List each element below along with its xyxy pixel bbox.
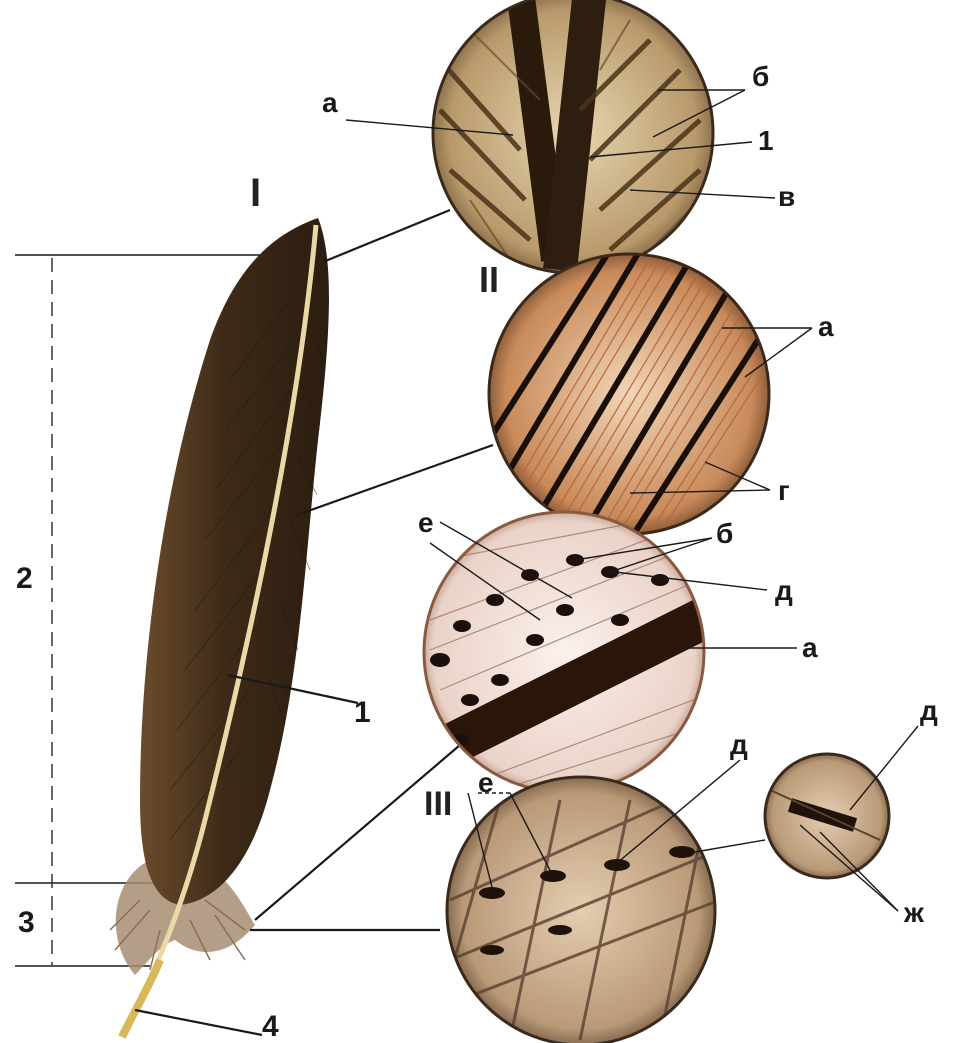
- label-roman-1: I: [250, 171, 261, 215]
- micrograph-inset-4: [440, 777, 720, 1043]
- label-inset2-a: а: [818, 311, 834, 342]
- label-feather-3: 3: [18, 906, 35, 939]
- label-inset4-e: е: [478, 767, 494, 798]
- label-inset3-b: б: [716, 518, 733, 549]
- label-inset3-e: е: [418, 507, 434, 538]
- label-inset2-g: г: [778, 475, 790, 506]
- micrograph-inset-5: [765, 754, 889, 878]
- label-inset1-a: а: [322, 87, 338, 118]
- label-inset1-v: в: [778, 181, 795, 212]
- label-inset5-zh: ж: [903, 897, 925, 928]
- label-roman-2: II: [479, 259, 499, 300]
- label-inset1-b: б: [752, 61, 769, 92]
- label-inset4-d: д: [730, 729, 748, 760]
- micrograph-inset-1: [433, 0, 713, 273]
- label-feather-1: 1: [354, 696, 371, 729]
- label-inset3-d: д: [775, 575, 793, 606]
- label-inset5-d: д: [920, 695, 938, 726]
- micrograph-inset-2: [470, 250, 805, 540]
- label-roman-3: III: [424, 785, 452, 823]
- micrograph-inset-3: [420, 512, 720, 792]
- label-inset1-1: 1: [758, 125, 774, 156]
- label-feather-2: 2: [16, 562, 33, 595]
- label-inset3-a: а: [802, 632, 818, 663]
- label-feather-4: 4: [262, 1010, 279, 1043]
- feather-image: [110, 218, 329, 1037]
